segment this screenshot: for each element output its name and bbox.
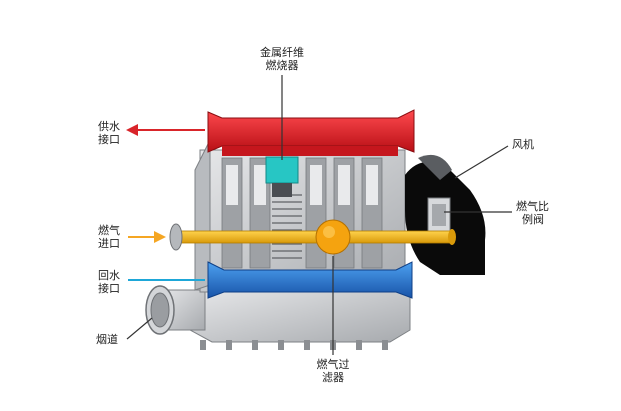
fan-unit (405, 154, 486, 275)
fan-leader (454, 145, 509, 179)
leader-lines (126, 75, 512, 355)
flue-leader (126, 317, 153, 340)
label-gas-valve: 燃气比 例阀 (516, 200, 549, 226)
label-fan: 风机 (512, 138, 534, 151)
label-burner: 金属纤维 燃烧器 (260, 46, 304, 72)
return-water-manifold (207, 261, 413, 299)
supply-water-manifold (207, 109, 415, 156)
heat-exchanger-body (194, 139, 406, 293)
lower-casing (189, 289, 411, 350)
label-water-supply: 供水 接口 (98, 120, 120, 146)
label-gas-inlet: 燃气 进口 (98, 224, 120, 250)
label-flue: 烟道 (96, 333, 118, 346)
flue-pipe (145, 285, 206, 335)
label-gas-filter: 燃气过 滤器 (316, 358, 350, 384)
metal-fiber-burner (265, 156, 299, 197)
gas-filter (315, 219, 351, 255)
gas-pipe (169, 223, 456, 251)
label-water-return: 回水 接口 (98, 269, 120, 295)
